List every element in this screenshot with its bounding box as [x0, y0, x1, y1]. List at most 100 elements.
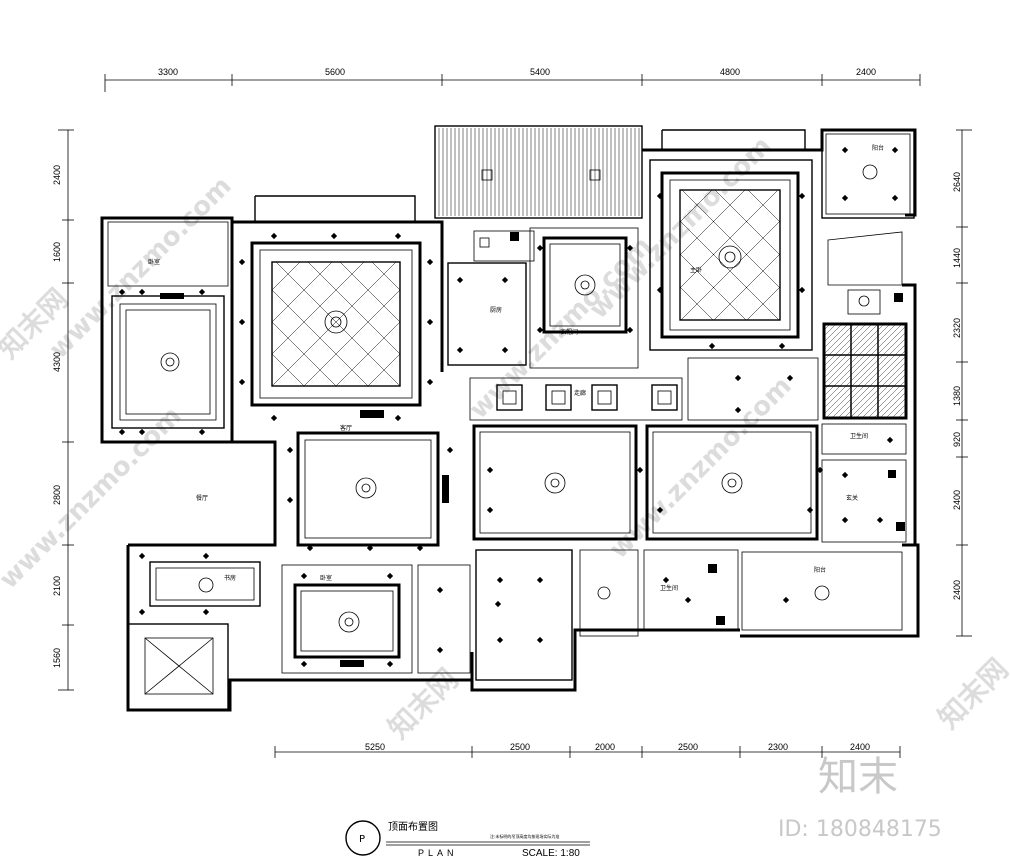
- hatch-line: [843, 355, 907, 419]
- downlight-marker: [886, 436, 894, 444]
- drawing-note: 注:未标明的吊顶高度均按现场实际为准: [490, 833, 559, 839]
- watermark-site-2: www.znzmo.com: [0, 401, 188, 595]
- hatch-line: [679, 220, 780, 321]
- downlight-marker: [118, 428, 126, 436]
- downlight-marker: [536, 636, 544, 644]
- downlight-marker: [436, 646, 444, 654]
- downlight-marker: [394, 414, 402, 422]
- downlight-marker: [426, 258, 434, 266]
- hatch-line: [679, 286, 714, 321]
- downlight-marker: [300, 660, 308, 668]
- hatch-line: [271, 261, 301, 291]
- watermark-site-1: www.znzmo.com: [44, 171, 238, 365]
- right-dim-5: 920: [952, 432, 962, 447]
- hatch-line: [823, 323, 831, 331]
- downlight-marker: [386, 572, 394, 580]
- downlight-marker: [198, 288, 206, 296]
- hatch-line: [849, 361, 907, 419]
- downlight-marker: [138, 552, 146, 560]
- hatch-line: [823, 331, 907, 415]
- left-dim-4: 2800: [52, 485, 62, 505]
- top-dim-3: 5400: [530, 67, 550, 77]
- downlight-marker: [446, 446, 454, 454]
- hatch-line: [837, 349, 907, 419]
- hatch-line: [879, 391, 907, 419]
- room-corridor: 走廊: [469, 357, 819, 421]
- hatch-line: [681, 189, 781, 289]
- downlight-marker: [782, 596, 790, 604]
- downlight-marker: [496, 576, 504, 584]
- hatch-line: [307, 261, 401, 355]
- downlight-marker: [306, 544, 314, 552]
- downlight-marker: [270, 414, 278, 422]
- right-dimension-line: 2640 1440 2320 1380 920 2400 2400: [952, 129, 972, 637]
- right-dim-6: 2400: [952, 490, 962, 510]
- bottom-dim-2: 2500: [510, 742, 530, 752]
- downlight-marker: [841, 146, 849, 154]
- downlight-marker: [198, 428, 206, 436]
- hatch-line: [275, 261, 401, 387]
- hatch-line: [823, 323, 867, 367]
- downlight-marker: [734, 374, 742, 382]
- downlight-marker: [330, 232, 338, 240]
- hatch-line: [714, 189, 781, 256]
- hatch-line: [903, 415, 907, 419]
- room-master: 主卧: [649, 159, 813, 351]
- hatch-line: [823, 323, 885, 385]
- downlight-marker: [286, 446, 294, 454]
- hatch-line: [271, 261, 397, 387]
- label-study: 书房: [224, 574, 236, 582]
- room-mid-left: [472, 424, 638, 541]
- hatch-line: [823, 323, 879, 379]
- bottom-dim-1: 5250: [365, 742, 385, 752]
- downlight-marker: [876, 516, 884, 524]
- hatch-line: [339, 261, 401, 323]
- hatch-line: [679, 189, 713, 223]
- left-dimension-line: 2400 1600 4300 2800 2100 1560: [52, 129, 74, 691]
- downlight-marker: [841, 471, 849, 479]
- label-corridor: 走廊: [574, 389, 586, 397]
- hatch-line: [823, 323, 837, 337]
- downlight-marker: [270, 232, 278, 240]
- bottom-dim-3: 2000: [595, 742, 615, 752]
- room-study-small: 书房: [149, 561, 261, 607]
- hatch-line: [885, 397, 907, 419]
- right-dim-1: 2640: [952, 172, 962, 192]
- downlight-marker: [841, 194, 849, 202]
- label-bath-1: 卫生间: [660, 584, 678, 592]
- downlight-marker: [416, 544, 424, 552]
- watermark-brand-3: 知末网: [932, 652, 1010, 735]
- downlight-marker: [626, 326, 634, 334]
- downlight-marker: [426, 318, 434, 326]
- top-dim-2: 5600: [325, 67, 345, 77]
- right-dim-7: 2400: [952, 580, 962, 600]
- hatch-line: [679, 189, 779, 289]
- label-cloak: 衣帽间: [560, 328, 578, 336]
- downlight-marker: [494, 600, 502, 608]
- downlight-marker: [238, 318, 246, 326]
- hatch-line: [823, 323, 849, 349]
- hatch-line: [823, 323, 855, 355]
- room-living: 客厅: [250, 241, 422, 432]
- left-dim-2: 1600: [52, 242, 62, 262]
- hatch-line: [271, 261, 333, 323]
- hatch-line: [823, 323, 897, 397]
- downlight-marker: [386, 660, 394, 668]
- watermark-brand-2: 知末网: [382, 662, 465, 745]
- room-stair: [127, 623, 229, 711]
- top-dim-5: 2400: [856, 67, 876, 77]
- downlight-marker: [501, 276, 509, 284]
- hatch-line: [271, 261, 365, 355]
- room-mid-right: [645, 424, 819, 541]
- hatch-line: [891, 403, 907, 419]
- hatch-line: [747, 189, 781, 223]
- left-dim-5: 2100: [52, 576, 62, 596]
- right-dim-3: 2320: [952, 318, 962, 338]
- downlight-marker: [684, 596, 692, 604]
- downlight-marker: [202, 608, 210, 616]
- bottom-dim-4: 2500: [678, 742, 698, 752]
- label-bottom-bedroom: 卧室: [320, 574, 332, 582]
- downlight-marker: [426, 378, 434, 386]
- label-entry: 玄关: [846, 494, 858, 502]
